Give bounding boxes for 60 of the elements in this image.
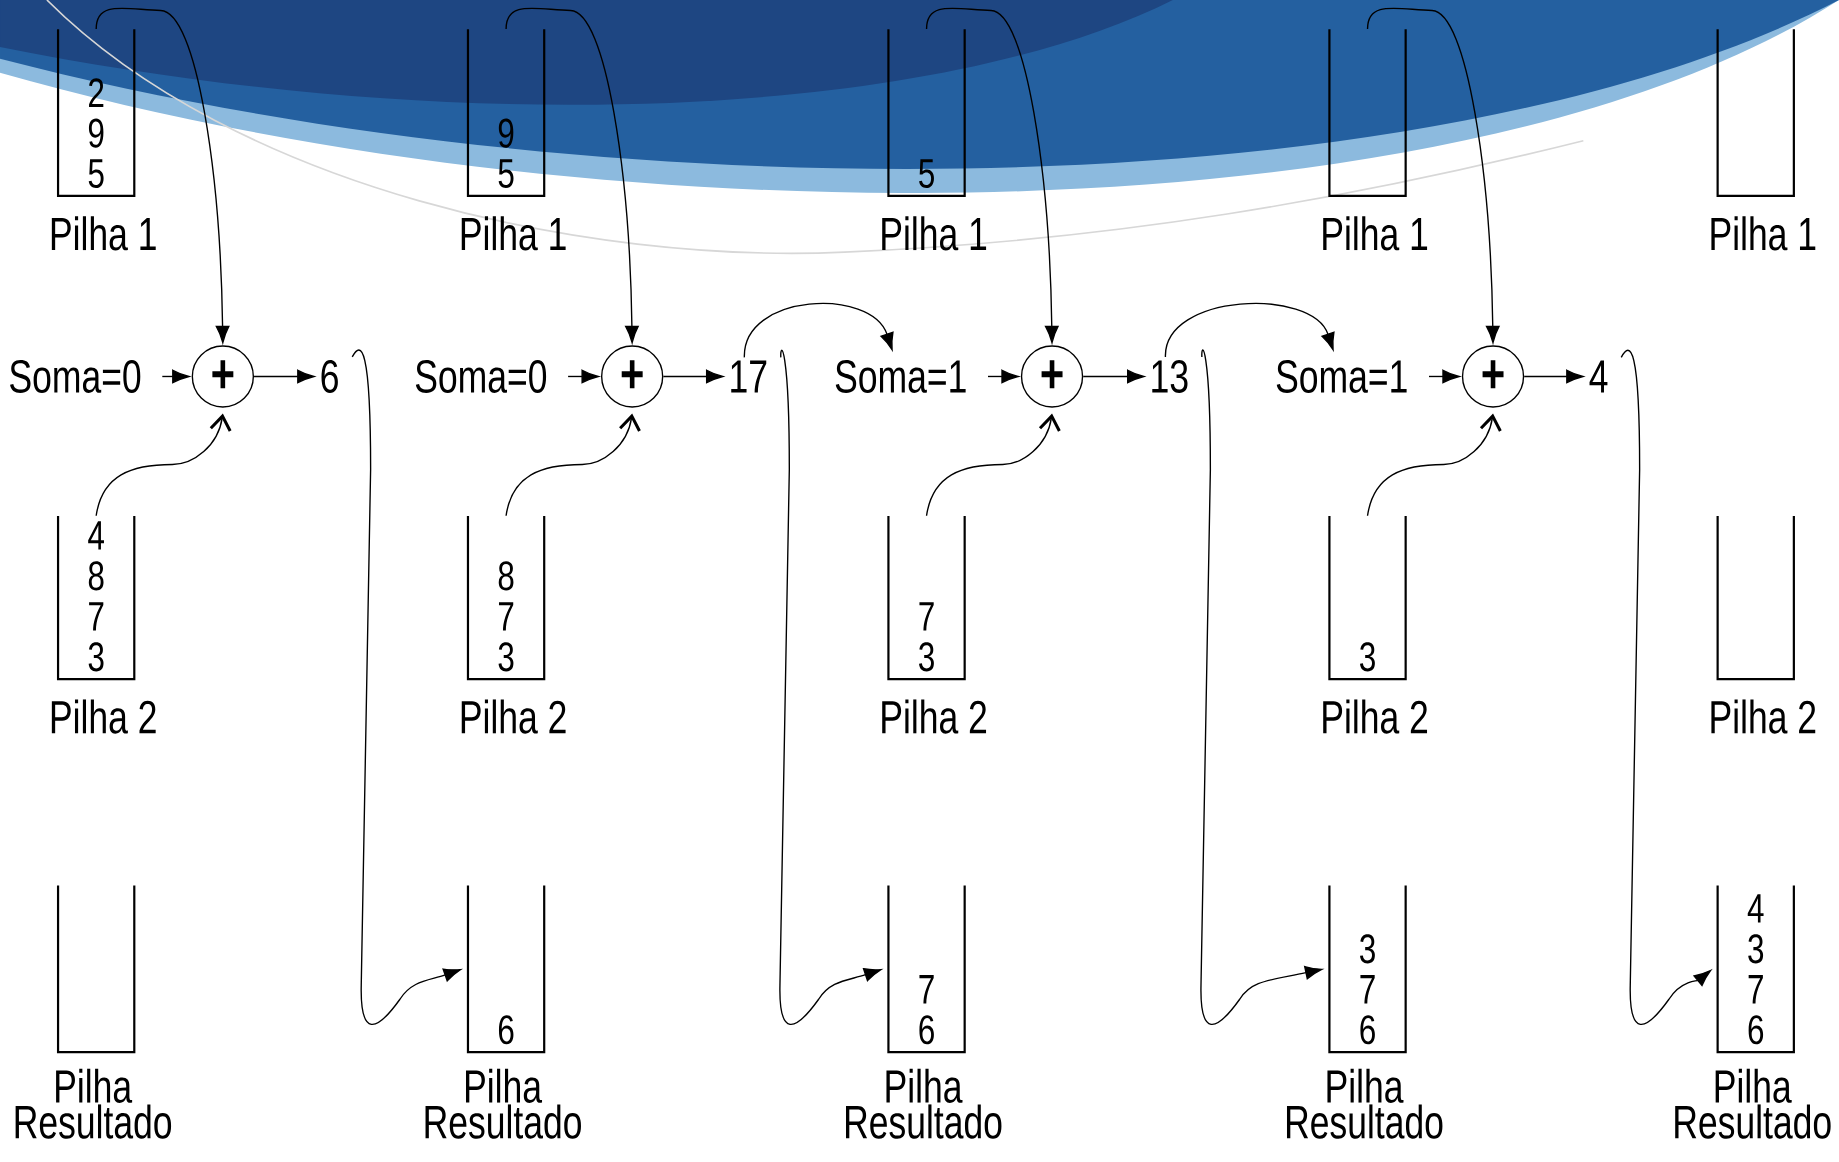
stack (1328, 29, 1407, 197)
arrow (1523, 369, 1584, 384)
arrow (95, 7, 230, 344)
arrow (1164, 302, 1335, 358)
stack-label: Pilha 1 (1711, 216, 1816, 251)
stack: 4 3 7 6 (1716, 885, 1795, 1053)
arrow (567, 369, 599, 384)
stack: 6 (466, 885, 546, 1053)
stack-label: Pilha 1 (51, 216, 156, 251)
arrow (987, 369, 1019, 384)
arrow (161, 369, 190, 384)
stack: 3 (1328, 515, 1407, 681)
arrow (779, 349, 882, 1025)
arrow (1082, 369, 1145, 384)
stack-label: Pilha Resultado (1675, 1068, 1831, 1139)
stack (56, 885, 136, 1053)
arrow (505, 7, 639, 344)
stack (1716, 29, 1795, 197)
stack (1716, 515, 1795, 681)
arrow (1366, 7, 1500, 344)
stack: 2 9 5 (56, 29, 136, 197)
arrow (743, 302, 894, 358)
result-number: 13 (1152, 359, 1188, 393)
arrow (662, 369, 724, 384)
arrow (351, 349, 462, 1025)
stack-label: Pilha Resultado (15, 1068, 172, 1139)
stack: 8 7 3 (466, 515, 546, 681)
sum-label: Soma=1 (1276, 359, 1407, 393)
stack-label: Pilha Resultado (846, 1068, 1002, 1139)
stack: 7 3 (887, 515, 966, 681)
arrow (1428, 369, 1460, 384)
stack-label: Pilha 1 (1323, 216, 1428, 251)
arrow (253, 369, 315, 384)
sum-label: Soma=0 (415, 359, 547, 393)
stack-label: Pilha 2 (1323, 699, 1428, 734)
stack: 4 8 7 3 (56, 515, 136, 681)
arrow (925, 413, 1061, 517)
sum-label: Soma=0 (10, 359, 141, 393)
stack-label: Pilha 2 (51, 699, 156, 734)
result-number: 6 (321, 359, 338, 393)
arrow (925, 7, 1059, 344)
arrow (505, 413, 641, 517)
stack-label: Pilha Resultado (1287, 1068, 1443, 1139)
stack-label: Pilha Resultado (425, 1068, 581, 1139)
arrow (1620, 349, 1712, 1025)
stack: 9 5 (466, 29, 546, 197)
stack-label: Pilha 2 (882, 699, 987, 734)
arrow (1200, 349, 1323, 1025)
stack-label: Pilha 1 (461, 216, 566, 251)
result-number: 17 (731, 360, 767, 393)
result-number: 4 (1589, 360, 1608, 393)
stack: 5 (887, 29, 966, 197)
arrow (1366, 413, 1502, 517)
stack: 7 6 (887, 885, 966, 1053)
sum-label: Soma=1 (835, 359, 966, 393)
stack: 3 7 6 (1328, 885, 1407, 1053)
stack-label: Pilha 2 (1711, 699, 1816, 734)
stack-label: Pilha 2 (461, 699, 566, 734)
stack-label: Pilha 1 (882, 216, 987, 251)
arrow (95, 413, 232, 517)
